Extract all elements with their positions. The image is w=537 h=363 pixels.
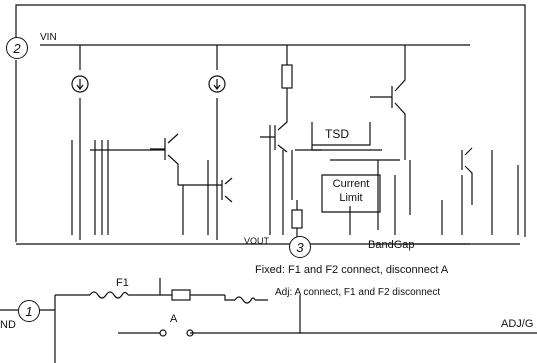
current-limit-line2: Limit: [339, 191, 363, 204]
pin-vout-label-text: VOUT: [244, 236, 270, 246]
fuse-resistor: [171, 289, 191, 301]
transistor-q1: [150, 133, 179, 185]
current-limit-label: Current Limit: [326, 178, 376, 206]
fuse-f1-label: F1: [116, 278, 129, 289]
pin-vin-label: VIN: [40, 33, 57, 43]
pin-gnd-number: 1: [25, 303, 33, 319]
note-adj: Adj: A connect, F1 and F2 disconnect: [275, 288, 440, 298]
f2-fuse-wire: [190, 294, 268, 301]
fuse-a-label-text: A: [170, 313, 178, 325]
pin-vout-label: VOUT: [244, 237, 269, 246]
tsd-box: [311, 122, 382, 151]
pin-vout-number: 3: [296, 239, 304, 255]
pin-gnd-circle: 1: [18, 300, 40, 322]
pin-vout-circle: 3: [289, 236, 311, 258]
tsd-label: TSD: [325, 128, 349, 140]
rail-resistor: [281, 64, 293, 89]
fuse-a-label: A: [170, 314, 177, 325]
f2-fuse: [234, 296, 256, 304]
f1-fuse-wire: [55, 278, 172, 296]
bandgap-label: BandGap: [368, 240, 414, 251]
note-fixed: Fixed: F1 and F2 connect, disconnect A: [255, 265, 448, 276]
pin-vin-label-text: VIN: [40, 32, 57, 43]
current-source-2: [208, 75, 226, 93]
current-limit-box: [321, 174, 381, 213]
pin-vin-number: 2: [13, 40, 21, 56]
bus-lines: [71, 125, 519, 235]
current-source-1: [71, 75, 89, 93]
gnd-wire: [0, 295, 56, 363]
note-adj-text: Adj: A connect, F1 and F2 disconnect: [275, 287, 441, 298]
tsd-label-text: TSD: [325, 127, 349, 141]
adj-gnd-label: ADJ/G: [501, 319, 533, 330]
pin-gnd-label-text: ND: [0, 319, 16, 331]
note-fixed-text: Fixed: F1 and F2 connect, disconnect A: [255, 264, 449, 276]
current-limit-line1: Current: [332, 178, 370, 190]
transistor-q2: [260, 105, 288, 153]
pass-transistor: [370, 45, 406, 160]
transistor-q3: [461, 147, 473, 205]
f1-fuse: [89, 291, 129, 299]
fuse-f1-label-text: F1: [116, 277, 129, 289]
bandgap-label-text: BandGap: [368, 239, 415, 251]
a-link-wire: [118, 295, 301, 334]
transistor-q4: [221, 177, 233, 203]
adj-gnd-label-text: ADJ/G: [501, 318, 534, 330]
outer-frame-wire: [15, 4, 526, 237]
pin-gnd-label: ND: [0, 320, 16, 331]
cross-wires: [90, 149, 400, 186]
pin-vin-circle: 2: [6, 37, 28, 59]
